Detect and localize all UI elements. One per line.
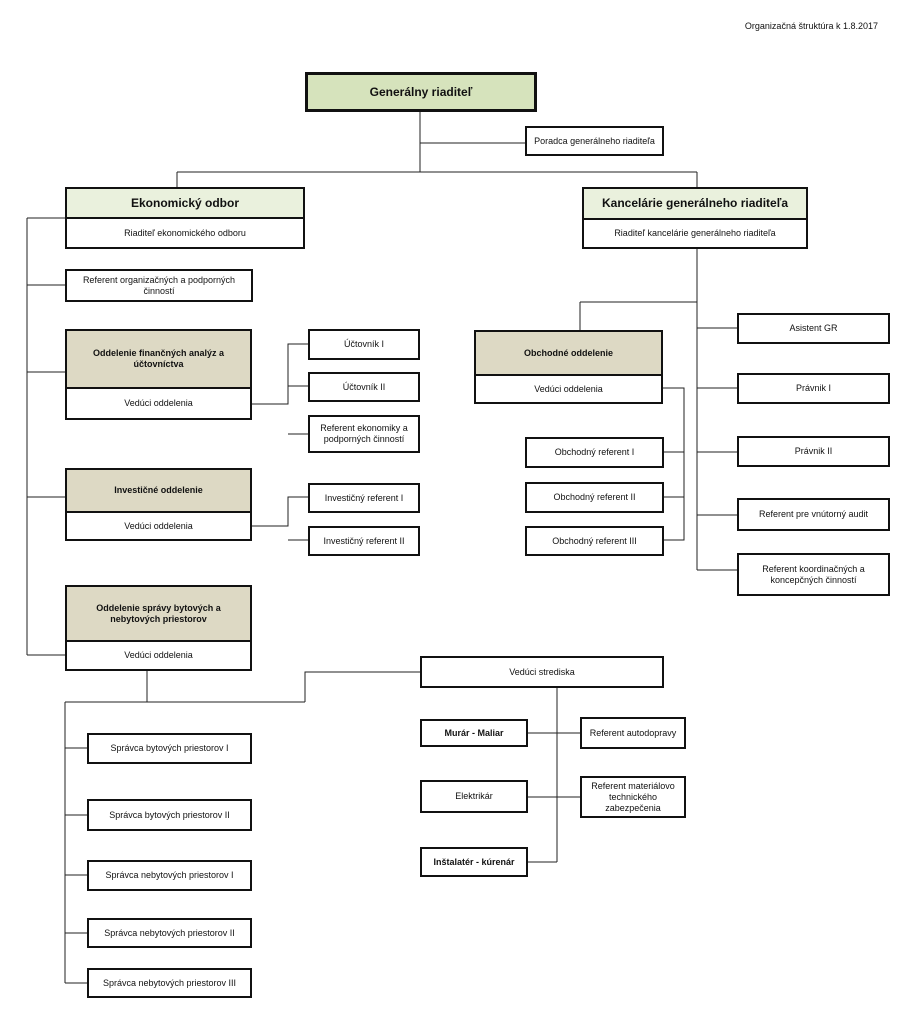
office-director-box: Riaditeľ kancelárie generálneho riaditeľ… — [582, 218, 808, 249]
nonresidential-administrator-1-box: Správca nebytových priestorov I — [87, 860, 252, 891]
organizational-referent-box: Referent organizačných a podporných činn… — [65, 269, 253, 302]
housing-administrator-2-box: Správca bytových priestorov II — [87, 799, 252, 831]
housing-head-box: Vedúci oddelenia — [65, 640, 252, 671]
investment-head-box: Vedúci oddelenia — [65, 511, 252, 541]
nonresidential-administrator-2-box: Správca nebytových priestorov II — [87, 918, 252, 948]
general-director-box: Generálny riaditeľ — [305, 72, 537, 112]
finance-head-box: Vedúci oddelenia — [65, 387, 252, 420]
trade-department-title: Obchodné oddelenie — [474, 330, 663, 376]
investment-department-title: Investičné oddelenie — [65, 468, 252, 513]
bricklayer-painter-box: Murár - Maliar — [420, 719, 528, 747]
trade-referent-3-box: Obchodný referent III — [525, 526, 664, 556]
housing-department-title: Oddelenie správy bytových a nebytových p… — [65, 585, 252, 642]
economic-director-box: Riaditeľ ekonomického odboru — [65, 217, 305, 249]
housing-administrator-1-box: Správca bytových priestorov I — [87, 733, 252, 764]
office-department-title: Kancelárie generálneho riaditeľa — [582, 187, 808, 220]
lawyer-2-box: Právnik II — [737, 436, 890, 467]
investment-referent-2-box: Investičný referent II — [308, 526, 420, 556]
electrician-box: Elektrikár — [420, 780, 528, 813]
lawyer-1-box: Právnik I — [737, 373, 890, 404]
trade-referent-1-box: Obchodný referent I — [525, 437, 664, 468]
economics-referent-box: Referent ekonomiky a podporných činností — [308, 415, 420, 453]
nonresidential-administrator-3-box: Správca nebytových priestorov III — [87, 968, 252, 998]
economic-department-title: Ekonomický odbor — [65, 187, 305, 219]
internal-audit-referent-box: Referent pre vnútorný audit — [737, 498, 890, 531]
material-supply-referent-box: Referent materiálovo technického zabezpe… — [580, 776, 686, 818]
transport-referent-box: Referent autodopravy — [580, 717, 686, 749]
accountant-2-box: Účtovník II — [308, 372, 420, 402]
trade-referent-2-box: Obchodný referent II — [525, 482, 664, 513]
accountant-1-box: Účtovník I — [308, 329, 420, 360]
chart-caption: Organizačná štruktúra k 1.8.2017 — [744, 21, 878, 31]
plumber-heating-box: Inštalatér - kúrenár — [420, 847, 528, 877]
assistant-gr-box: Asistent GR — [737, 313, 890, 344]
coordination-referent-box: Referent koordinačných a koncepčných čin… — [737, 553, 890, 596]
investment-referent-1-box: Investičný referent I — [308, 483, 420, 513]
trade-head-box: Vedúci oddelenia — [474, 374, 663, 404]
advisor-box: Poradca generálneho riaditeľa — [525, 126, 664, 156]
finance-department-title: Oddelenie finančných analýz a účtovníctv… — [65, 329, 252, 389]
centre-head-box: Vedúci strediska — [420, 656, 664, 688]
